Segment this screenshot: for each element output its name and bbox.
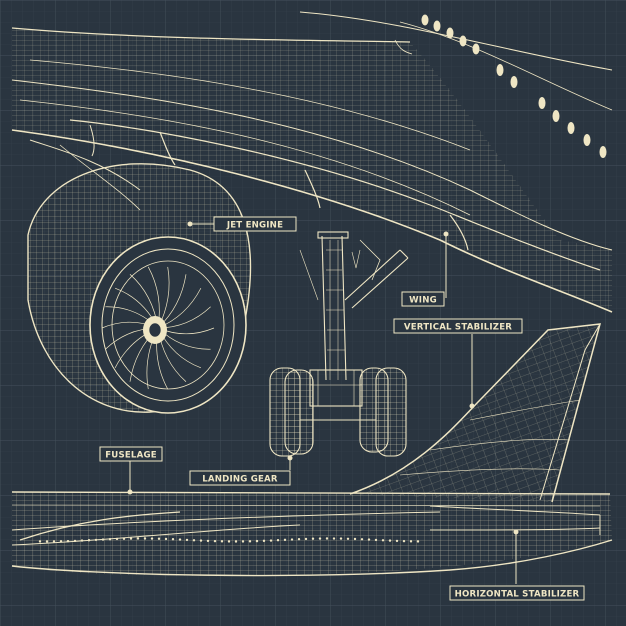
landing-gear-drawing: [269, 231, 409, 457]
fuselage-rivet: [122, 537, 126, 540]
fuselage-rivet: [311, 537, 315, 540]
fuselage-rivet: [388, 539, 392, 542]
fuselage-rivet: [101, 538, 105, 541]
fuselage-rivet: [80, 539, 84, 542]
fuselage-rivet: [367, 538, 371, 541]
label-fuselage-text: FUSELAGE: [105, 451, 157, 461]
fuselage-rivet: [213, 539, 217, 543]
fuselage-rivet: [157, 537, 161, 540]
fuselage-rivet: [297, 538, 301, 541]
fuselage-rivet: [108, 538, 112, 541]
fuselage-rivet: [192, 539, 196, 542]
fuselage-rivet: [45, 540, 49, 543]
label-jet-engine-text: JET ENGINE: [226, 221, 283, 231]
fuselage-rivet: [416, 540, 420, 543]
fuselage-rivet: [199, 539, 203, 542]
fuselage-rivet: [52, 540, 56, 543]
fuselage-rivet: [402, 539, 406, 543]
fuselage-rivet: [66, 539, 70, 543]
fuselage-rivet: [304, 537, 308, 541]
leader-lines: [127, 221, 519, 584]
label-horizontal-stabilizer: HORIZONTAL STABILIZER: [449, 585, 585, 601]
fuselage-rivet: [185, 538, 189, 542]
label-wing-text: WING: [409, 296, 437, 306]
label-vertical-stabilizer-text: VERTICAL STABILIZER: [404, 323, 512, 333]
label-landing-gear-text: LANDING GEAR: [202, 475, 278, 485]
fuselage-rivet: [150, 537, 154, 540]
fuselage-rivet: [73, 539, 77, 543]
fuselage-rivet: [234, 540, 238, 543]
fuselage-rivet: [164, 537, 168, 541]
fuselage-rivet: [360, 538, 364, 541]
fuselage-rivet: [115, 537, 119, 541]
label-fuselage: FUSELAGE: [99, 446, 163, 462]
fuselage-rivet: [248, 540, 252, 543]
label-horizontal-stabilizer-text: HORIZONTAL STABILIZER: [455, 590, 580, 600]
fuselage-rivet: [129, 537, 133, 540]
fuselage-rivet: [409, 540, 413, 543]
fuselage-rivet: [339, 537, 343, 540]
fuselage-rivet: [346, 537, 350, 540]
fuselage-rivet: [353, 537, 357, 541]
fuselage-rivet: [94, 538, 98, 542]
fuselage-rivet: [241, 540, 245, 543]
fuselage-rivet: [318, 537, 322, 540]
fuselage-rivet: [59, 540, 63, 543]
fuselage-rivet: [262, 539, 266, 543]
fuselage-rivet: [255, 539, 259, 543]
fuselage-rivet: [332, 537, 336, 540]
fuselage-rivet: [206, 539, 210, 543]
label-vertical-stabilizer: VERTICAL STABILIZER: [393, 318, 523, 334]
fuselage-rivet: [276, 539, 280, 542]
fuselage-rivet: [220, 540, 224, 543]
fuselage-rivet: [269, 539, 273, 542]
fuselage-rivet: [325, 537, 329, 540]
fuselage-rivet: [395, 539, 399, 543]
label-wing: WING: [401, 291, 445, 307]
label-landing-gear: LANDING GEAR: [189, 470, 291, 486]
fuselage-rivet: [38, 540, 42, 543]
fuselage-rivet: [136, 537, 140, 540]
fuselage-rivet: [374, 538, 378, 542]
fuselage-rivet: [178, 538, 182, 541]
fuselage-rivet: [290, 538, 294, 541]
fuselage-rivet: [381, 539, 385, 542]
label-jet-engine: JET ENGINE: [213, 216, 297, 232]
fuselage-rivet: [143, 537, 147, 540]
fuselage-rivet: [227, 540, 231, 543]
fuselage-rivet: [87, 539, 91, 542]
fuselage-rivet: [283, 538, 287, 542]
fuselage-rivet: [171, 538, 175, 541]
